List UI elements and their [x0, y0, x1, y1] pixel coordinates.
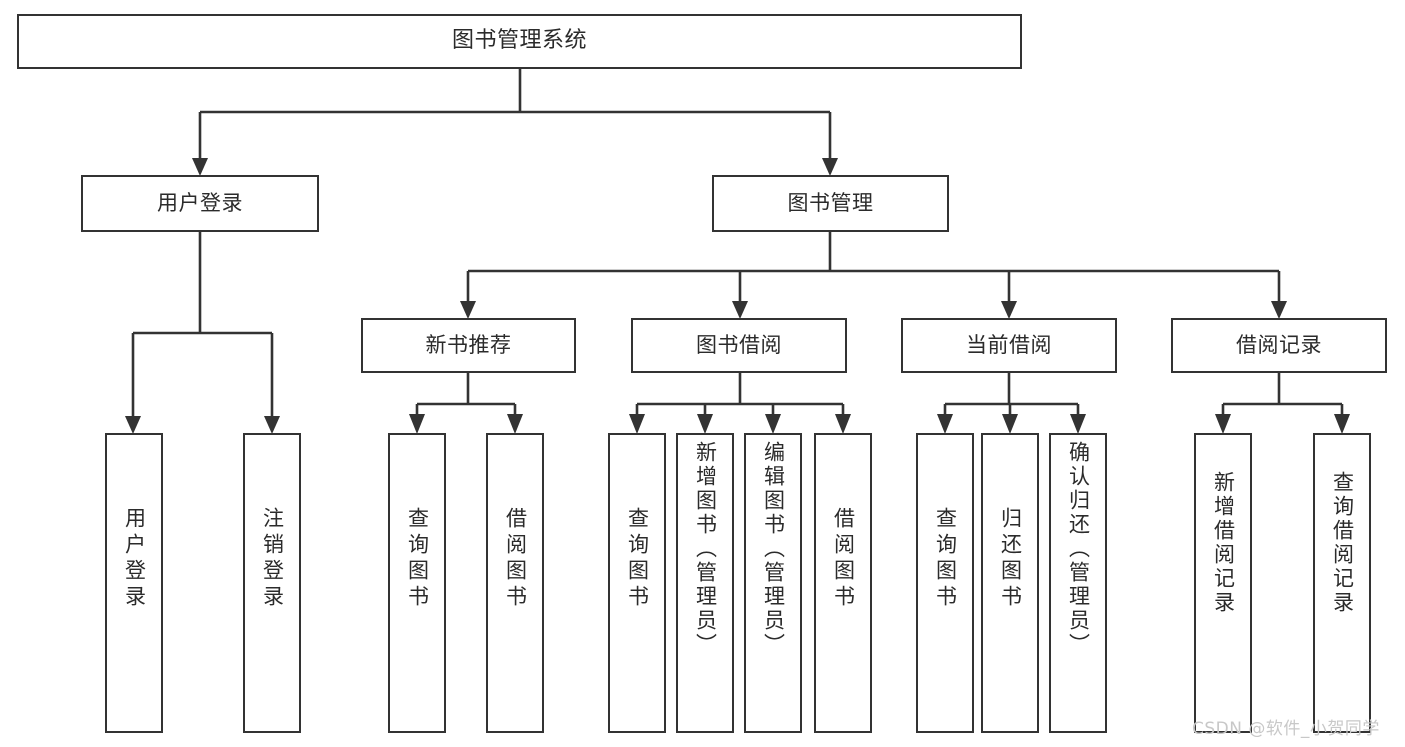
- node-leaf-query-book-3[interactable]: 查询图书: [916, 433, 974, 733]
- arrowhead-leaf-edit-book: [765, 414, 781, 434]
- arrowhead-leaf-return-book: [1002, 414, 1018, 434]
- node-leaf-user-login-label: 用户登录: [122, 507, 147, 611]
- node-leaf-query-book-1-label: 查询图书: [405, 507, 430, 611]
- arrowhead-leaf-query-book-1: [409, 414, 425, 434]
- node-leaf-return-book[interactable]: 归还图书: [981, 433, 1039, 733]
- arrowhead-new-book-rec: [460, 301, 476, 319]
- node-book-manage-label: 图书管理: [787, 190, 874, 215]
- arrowhead-leaf-query-record: [1334, 414, 1350, 434]
- node-leaf-query-book-2-label: 查询图书: [625, 507, 650, 611]
- node-leaf-borrow-book-2-label: 借阅图书: [831, 507, 856, 611]
- arrowhead-book-borrow: [732, 301, 748, 319]
- node-leaf-edit-book-admin-label: 编辑图书（管理员）: [761, 441, 786, 657]
- arrowhead-leaf-borrow-book-2: [835, 414, 851, 434]
- node-root-label: 图书管理系统: [451, 28, 587, 54]
- node-new-book-rec-label: 新书推荐: [425, 332, 512, 357]
- arrowhead-leaf-add-record: [1215, 414, 1231, 434]
- arrowhead-user-login: [192, 158, 208, 176]
- node-current-borrow[interactable]: 当前借阅: [901, 318, 1117, 373]
- node-borrow-record[interactable]: 借阅记录: [1171, 318, 1387, 373]
- node-leaf-return-book-label: 归还图书: [998, 507, 1023, 611]
- node-leaf-logout-label: 注销登录: [260, 507, 285, 611]
- node-leaf-add-record[interactable]: 新增借阅记录: [1194, 433, 1252, 733]
- arrowhead-leaf-query-book-3: [937, 414, 953, 434]
- node-borrow-record-label: 借阅记录: [1236, 332, 1322, 357]
- node-current-borrow-label: 当前借阅: [966, 332, 1052, 357]
- arrowhead-leaf-add-book: [697, 414, 713, 434]
- node-leaf-edit-book-admin[interactable]: 编辑图书（管理员）: [744, 433, 802, 733]
- arrowhead-current-borrow: [1001, 301, 1017, 319]
- node-leaf-borrow-book-2[interactable]: 借阅图书: [814, 433, 872, 733]
- node-leaf-confirm-return-admin-label: 确认归还（管理员）: [1066, 441, 1091, 657]
- arrowhead-leaf-confirm-return: [1070, 414, 1086, 434]
- node-leaf-add-record-label: 新增借阅记录: [1211, 471, 1236, 615]
- arrowhead-book-manage: [822, 158, 838, 176]
- arrowhead-leaf-logout: [264, 416, 280, 434]
- node-leaf-borrow-book-1-label: 借阅图书: [503, 507, 528, 611]
- node-leaf-query-record[interactable]: 查询借阅记录: [1313, 433, 1371, 733]
- arrowhead-borrow-record: [1271, 301, 1287, 319]
- node-root[interactable]: 图书管理系统: [17, 14, 1022, 69]
- node-leaf-query-book-3-label: 查询图书: [933, 507, 958, 611]
- arrowhead-leaf-user-login: [125, 416, 141, 434]
- arrowhead-leaf-borrow-book-1: [507, 414, 523, 434]
- node-leaf-user-login[interactable]: 用户登录: [105, 433, 163, 733]
- node-leaf-logout[interactable]: 注销登录: [243, 433, 301, 733]
- node-book-borrow[interactable]: 图书借阅: [631, 318, 847, 373]
- node-book-borrow-label: 图书借阅: [696, 332, 782, 357]
- node-leaf-confirm-return-admin[interactable]: 确认归还（管理员）: [1049, 433, 1107, 733]
- node-new-book-rec[interactable]: 新书推荐: [361, 318, 576, 373]
- node-user-login-label: 用户登录: [157, 190, 243, 215]
- node-leaf-add-book-admin[interactable]: 新增图书（管理员）: [676, 433, 734, 733]
- node-leaf-query-book-1[interactable]: 查询图书: [388, 433, 446, 733]
- node-leaf-borrow-book-1[interactable]: 借阅图书: [486, 433, 544, 733]
- node-leaf-query-book-2[interactable]: 查询图书: [608, 433, 666, 733]
- node-leaf-add-book-admin-label: 新增图书（管理员）: [693, 441, 718, 657]
- node-user-login[interactable]: 用户登录: [81, 175, 319, 232]
- arrowhead-leaf-query-book-2: [629, 414, 645, 434]
- node-book-manage[interactable]: 图书管理: [712, 175, 949, 232]
- node-leaf-query-record-label: 查询借阅记录: [1330, 471, 1355, 615]
